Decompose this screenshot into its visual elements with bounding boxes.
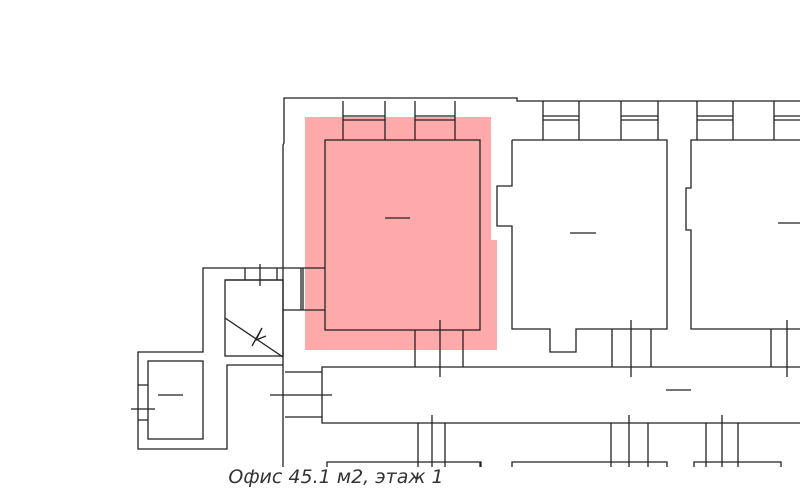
- office-room: [324, 139, 481, 331]
- highlighted-office-area[interactable]: [305, 117, 497, 350]
- walls: [131, 97, 800, 467]
- plan-caption: Офис 45.1 м2, этаж 1: [228, 466, 444, 488]
